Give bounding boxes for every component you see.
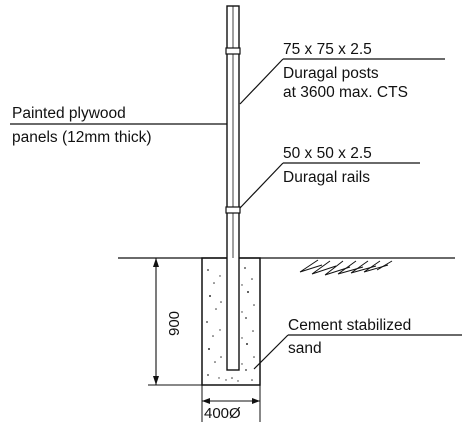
posts-label-line1: 75 x 75 x 2.5 xyxy=(283,41,372,58)
panels-label-line1: Painted plywood xyxy=(12,105,126,122)
depth-value: 900 xyxy=(166,311,183,336)
depth-dimension: 900 xyxy=(148,257,202,386)
rails-label-line1: 50 x 50 x 2.5 xyxy=(283,145,372,162)
sand-label-line2: sand xyxy=(288,340,322,357)
duragal-rails xyxy=(225,47,241,214)
posts-label-line2: Duragal posts xyxy=(283,65,379,82)
duragal-post xyxy=(226,5,240,371)
rails-callout: 50 x 50 x 2.5 Duragal rails xyxy=(239,145,420,209)
soil-hatching xyxy=(299,259,393,276)
diameter-value: 400Ø xyxy=(204,405,241,422)
panels-callout: Painted plywood panels (12mm thick) xyxy=(10,105,227,146)
panels-label-line2: panels (12mm thick) xyxy=(12,129,152,146)
sand-callout: Cement stabilized sand xyxy=(253,317,462,370)
footing-speckle xyxy=(206,267,255,382)
rails-label-line2: Duragal rails xyxy=(283,169,370,186)
sand-label-line1: Cement stabilized xyxy=(288,317,411,334)
diameter-dimension: 400Ø xyxy=(201,385,261,422)
posts-label-line3: at 3600 max. CTS xyxy=(283,84,408,101)
posts-callout: 75 x 75 x 2.5 Duragal posts at 3600 max.… xyxy=(239,41,445,105)
